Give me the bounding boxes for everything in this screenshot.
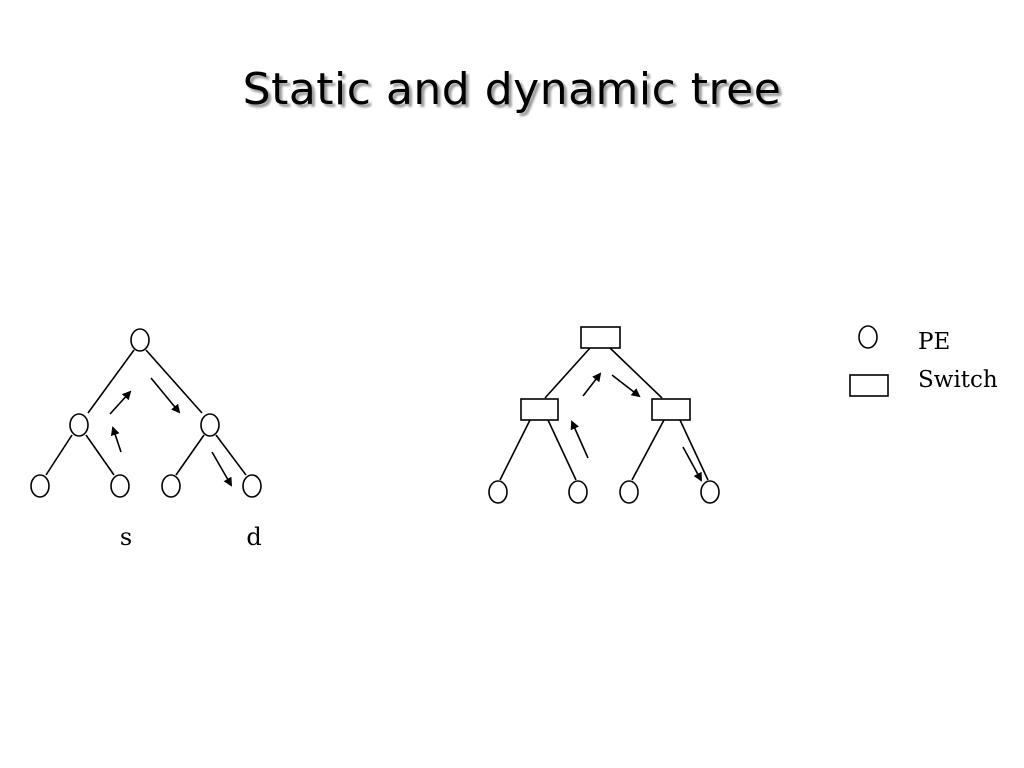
static-arrow-down-2 xyxy=(211,451,232,487)
legend-pe-label: PE xyxy=(918,329,950,355)
dynamic-switch-left xyxy=(520,398,559,421)
dynamic-switch-root xyxy=(580,326,621,349)
static-arrow-up-2 xyxy=(109,390,132,415)
static-pe-leaf-1 xyxy=(30,474,50,498)
dynamic-pe-leaf-2 xyxy=(568,480,588,504)
static-edge-right-leaf3 xyxy=(175,434,205,476)
static-edge-right-leaf4 xyxy=(215,434,247,476)
dynamic-edge-right-leaf3 xyxy=(631,419,665,481)
static-edge-root-left xyxy=(87,349,135,414)
source-label: s xyxy=(120,523,132,551)
dynamic-pe-leaf-4 xyxy=(700,480,720,504)
static-pe-leaf-3 xyxy=(161,474,181,498)
static-tree xyxy=(30,328,262,498)
static-pe-left xyxy=(69,413,89,437)
legend-switch-label: Switch xyxy=(918,367,998,393)
legend-switch-icon xyxy=(849,374,889,397)
dynamic-edge-root-left xyxy=(544,347,591,399)
dynamic-arrow-down-1 xyxy=(611,374,641,398)
dynamic-edge-left-leaf1 xyxy=(499,419,531,481)
dynamic-edge-right-leaf4 xyxy=(679,419,709,481)
static-edge-root-right xyxy=(145,349,203,414)
dynamic-arrow-down-2 xyxy=(682,446,702,482)
dynamic-edge-left-leaf2 xyxy=(547,419,577,481)
static-arrow-down-1 xyxy=(150,377,181,414)
static-edge-left-leaf1 xyxy=(45,434,73,476)
legend xyxy=(849,325,889,397)
dest-label: d xyxy=(246,523,261,551)
legend-pe-icon xyxy=(858,325,878,349)
static-pe-leaf-dest xyxy=(242,474,262,498)
dynamic-arrow-up-2 xyxy=(582,372,602,397)
dynamic-switch-right xyxy=(651,398,691,421)
dynamic-edge-root-right xyxy=(609,347,663,399)
static-pe-root xyxy=(130,328,150,352)
static-pe-leaf-source xyxy=(110,474,130,498)
dynamic-pe-leaf-1 xyxy=(488,480,508,504)
slide-title: Static and dynamic tree xyxy=(242,64,782,115)
dynamic-pe-leaf-3 xyxy=(619,480,639,504)
dynamic-tree xyxy=(488,326,720,504)
dynamic-arrow-up-1 xyxy=(570,420,589,459)
static-pe-right xyxy=(200,413,220,437)
static-arrow-up-1 xyxy=(110,426,122,453)
static-edge-left-leaf2 xyxy=(85,434,115,476)
